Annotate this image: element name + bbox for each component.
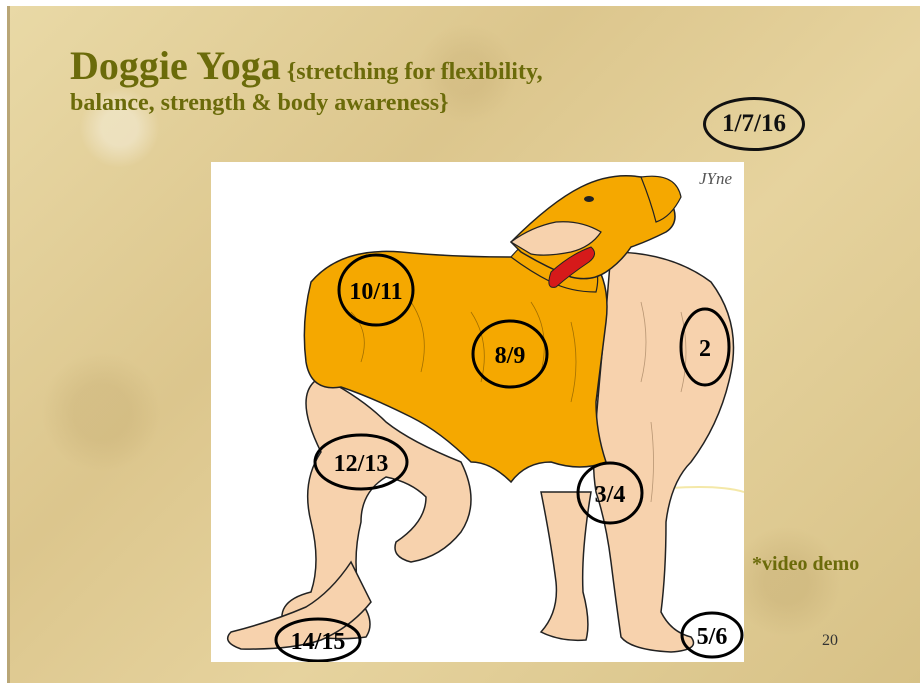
title-subtitle-line1: {stretching for flexibility, [281,59,543,85]
label-8-9-text: 8/9 [495,343,526,369]
slide-title: Doggie Yoga {stretching for flexibility,… [70,42,790,118]
label-3-4-text: 3/4 [595,482,626,508]
label-5-6-text: 5/6 [697,624,728,650]
video-demo-note: *video demo [752,553,859,576]
slide: Doggie Yoga {stretching for flexibility,… [7,6,920,683]
label-10-11-text: 10/11 [349,279,402,305]
label-14-15-text: 14/15 [291,629,346,655]
label-12-13-text: 12/13 [334,451,389,477]
label-marker-5-6: 5/6 [682,613,742,657]
title-subtitle-line2: balance, strength & body awareness} [70,90,449,116]
dog-illustration-panel: JYne 10/11 8/9 2 12/13 3/4 [211,162,744,662]
page-number: 20 [822,632,838,650]
label-2-text: 2 [699,336,711,362]
dog-illustration: JYne 10/11 8/9 2 12/13 3/4 [211,162,744,662]
date-text: 1/7/16 [722,110,786,138]
title-main: Doggie Yoga [70,43,281,88]
illustration-signature: JYne [699,169,733,188]
date-badge: 1/7/16 [703,97,805,151]
